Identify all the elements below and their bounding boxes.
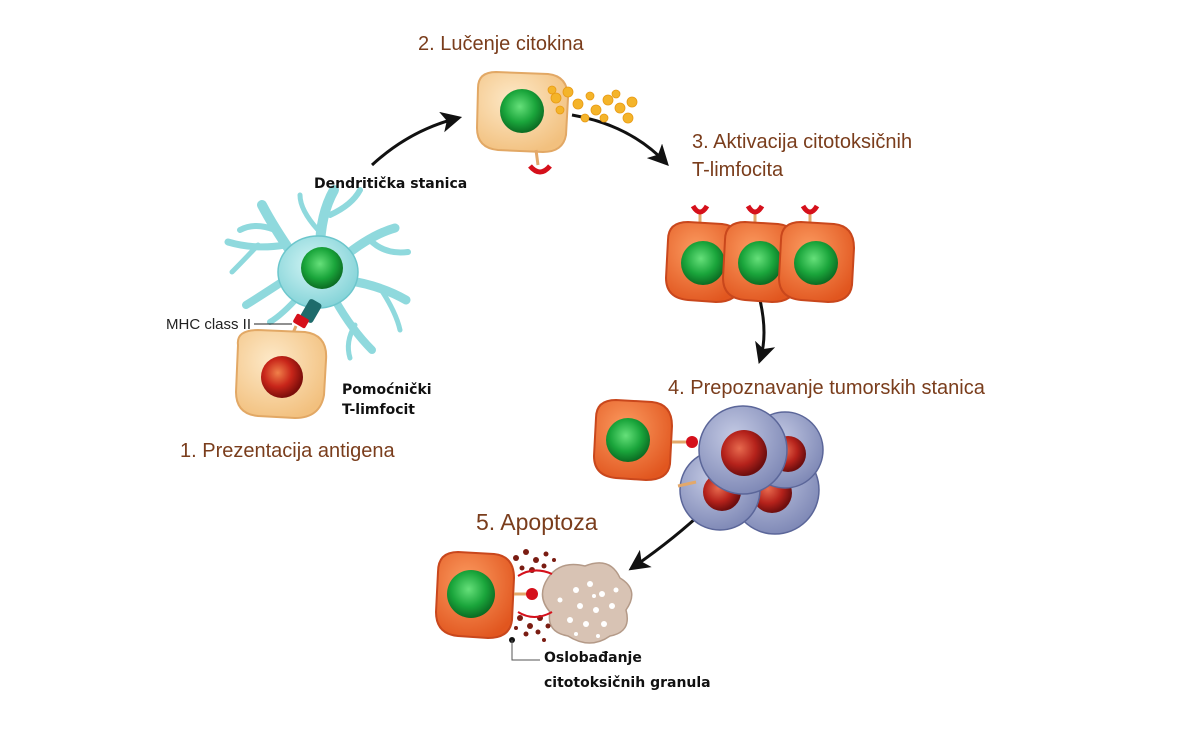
label-granules-line2: citotoksičnih granula [544,675,711,691]
activated-cytotoxic-t-cells [664,204,856,304]
step-5-title: 5. Apoptoza [476,509,598,535]
killing-cytotoxic-t-cell [434,550,538,640]
cytokine-cell-nucleus [500,89,544,133]
label-dendritic-cell: Dendritička stanica [314,176,467,192]
step-3-title-line1: 3. Aktivacija citotoksičnih [692,131,912,153]
label-helper-line2: T-limfocit [342,402,415,418]
recognizing-cytotoxic-t-cell [592,398,698,488]
step-2-title: 2. Lučenje citokina [418,33,585,55]
helper-t-nucleus [261,356,303,398]
arrow-1-to-2 [370,111,463,167]
tumor-cell-cluster [679,405,824,535]
dendritic-cell [224,185,411,361]
step-1-title: 1. Prezentacija antigena [180,440,395,462]
granule-release-pointer [509,637,540,661]
cytotoxic-granules [513,549,556,642]
step-3-title-line2: T-limfocita [692,159,784,181]
cytotoxic-t-cell [777,204,856,304]
label-helper-line1: Pomoćnički [342,382,432,398]
dendritic-nucleus [301,247,343,289]
step-4-title: 4. Prepoznavanje tumorskih stanica [668,377,986,399]
cytokine-particles [547,85,638,124]
apoptotic-tumor-cell [541,562,633,644]
label-mhc-class-ii: MHC class II [166,316,251,333]
arrow-3-to-4 [755,299,776,365]
helper-t-cell [234,328,328,420]
granule-release-arrows [517,569,553,618]
label-granules-line1: Oslobađanje [544,650,642,666]
cytokine-secreting-cell [475,70,570,175]
